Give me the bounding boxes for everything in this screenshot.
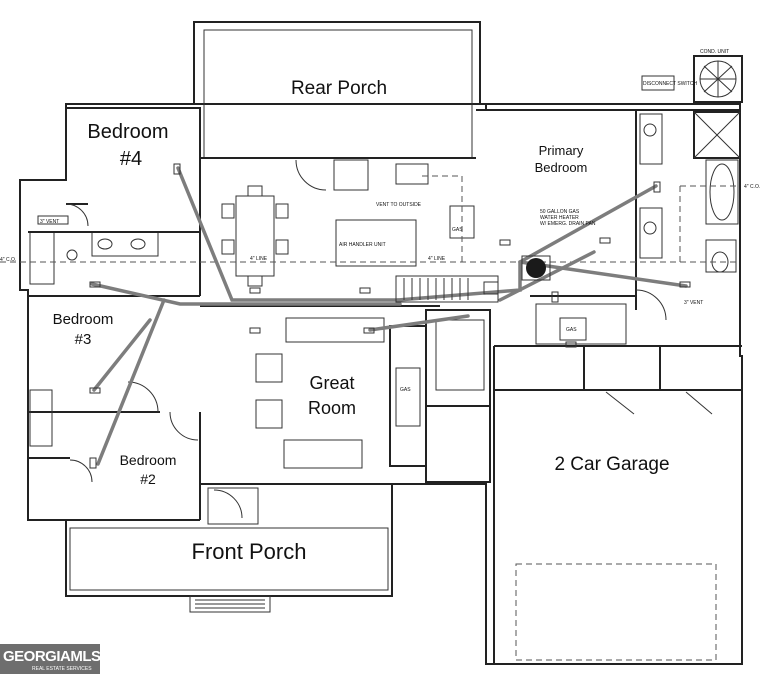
vent-3-left-note: 3" VENT [40,219,59,225]
great-room-label-line1: Great [309,373,354,393]
garage-label: 2 Car Garage [554,454,669,475]
primary-bedroom-label-line2: Bedroom [535,160,588,175]
georgia-mls-logo: GEORGIAMLS REAL ESTATE SERVICES [0,644,101,674]
vent-outside-note: VENT TO OUTSIDE [376,202,422,208]
supply-registers [89,163,691,469]
logo-sub-text: REAL ESTATE SERVICES [32,666,92,672]
cleanout-left-note: 4" C.O. [0,257,16,263]
bedroom-4-walls [65,107,201,296]
rear-porch-label: Rear Porch [291,78,387,99]
primary-suite [494,110,742,347]
gas-note-2: GAS [566,327,577,333]
bedroom-3-label-line2: #3 [75,331,92,348]
front-porch-label: Front Porch [192,539,307,564]
bedroom-4-label-line1: Bedroom [87,121,168,143]
bedroom-2-walls [28,411,201,521]
gas-note-1: GAS [452,227,463,233]
line-4-note-b: 4" LINE [428,256,446,262]
cleanout-right-note: 4" C.O. [744,184,760,190]
air-handler [395,275,499,303]
bedroom-2-label-line2: #2 [140,471,156,487]
water-heater [521,255,551,281]
mudroom [425,309,491,483]
cond-unit-note: COND. UNIT [700,49,729,55]
hall-bath [28,215,200,285]
dashed-lines [0,175,740,263]
primary-bedroom-label-line1: Primary [539,143,584,158]
gas-note-3: GAS [400,387,411,393]
kitchen-dining [221,159,475,287]
foyer [69,487,389,613]
house-outline [19,103,743,665]
water-heater-note-3: W/ EMERG. DRAIN PAN [540,221,596,227]
great-room-label-line2: Room [308,398,356,418]
condenser-unit [641,55,743,103]
bedroom-3-label-line1: Bedroom [53,311,114,328]
vent-3-right-note: 3" VENT [684,300,703,306]
garage [493,346,742,664]
great-room [200,305,440,485]
water-heater-note-2: WATER HEATER [540,215,579,221]
bedroom-2-label-line1: Bedroom [120,452,177,468]
hvac-duct-runs [90,166,688,466]
line-4-note-a: 4" LINE [250,256,268,262]
logo-main-text: GEORGIAMLS [3,648,101,665]
air-handler-note: AIR HANDLER UNIT [339,242,386,248]
bedroom-4-label-line2: #4 [120,148,142,170]
bedroom-3-walls [28,295,200,447]
disconnect-note: DISCONNECT SWITCH [643,81,697,87]
water-heater-note-1: 50 GALLON GAS [540,209,580,215]
